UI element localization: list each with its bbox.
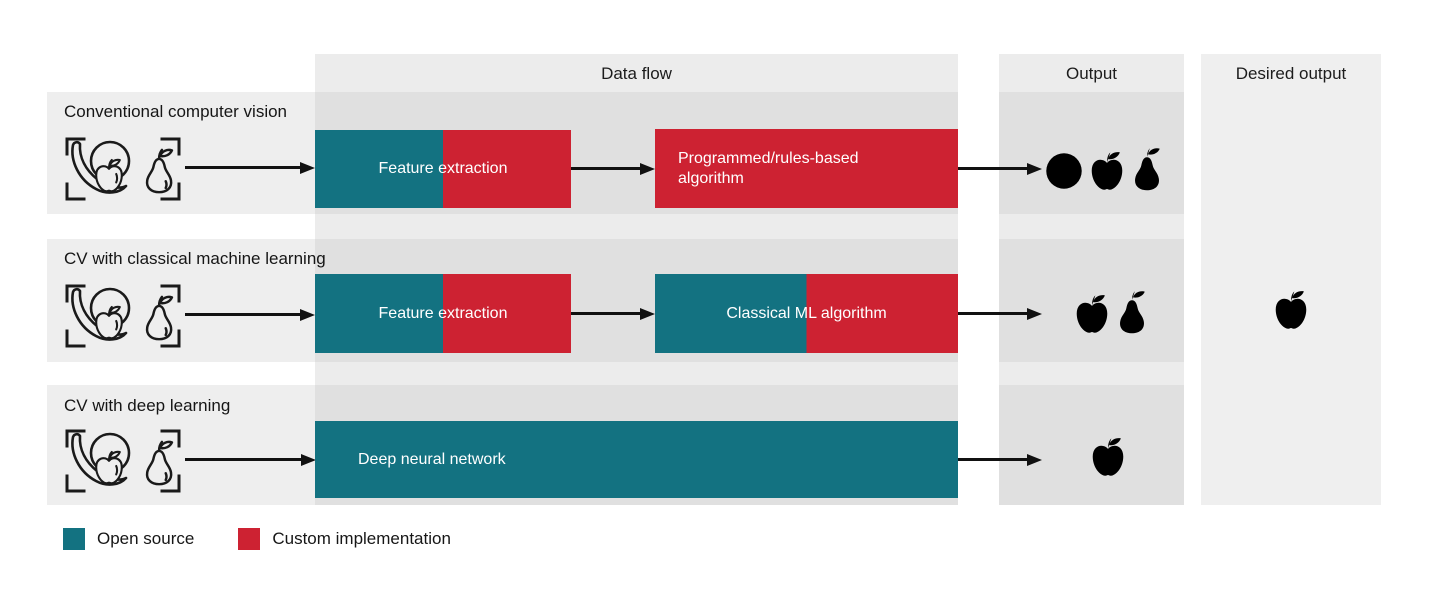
process-box-feature-extraction: Feature extraction	[315, 130, 571, 208]
orange-icon	[1044, 151, 1084, 191]
flow-arrow-icon	[571, 307, 655, 320]
row-band-output-overlap	[999, 385, 1184, 505]
output-column-header: Output	[1065, 64, 1118, 83]
flow-arrow-icon	[571, 162, 655, 175]
output-icons-row1	[1044, 136, 1164, 192]
data-flow-column-header: Data flow	[601, 64, 672, 83]
input-image-icon	[63, 426, 183, 496]
output-icons-row3	[1088, 430, 1128, 478]
flow-arrow-icon	[958, 162, 1042, 175]
row-title: CV with deep learning	[64, 396, 231, 415]
process-box-deep-neural-network: Deep neural network	[315, 421, 958, 498]
process-box-programmed-algorithm: Programmed/rules-based algorithm	[655, 129, 958, 208]
flow-arrow-icon	[958, 307, 1042, 320]
legend: Open source Custom implementation	[63, 528, 451, 550]
input-image-icon	[63, 281, 183, 351]
flow-arrow-icon	[185, 308, 315, 321]
custom-implementation-swatch-icon	[238, 528, 261, 550]
legend-item-custom-implementation: Custom implementation	[238, 528, 451, 550]
process-box-label: Feature extraction	[378, 304, 508, 322]
legend-label: Open source	[97, 529, 195, 548]
output-icons-row2	[1072, 283, 1149, 335]
row-title: CV with classical machine learning	[64, 249, 326, 268]
flow-arrow-icon	[958, 453, 1042, 466]
apple-icon	[1271, 289, 1311, 331]
process-box-classical-ml-algorithm: Classical ML algorithm	[655, 274, 958, 353]
apple-icon	[1088, 436, 1128, 478]
pear-icon	[1130, 146, 1164, 192]
row-title: Conventional computer vision	[64, 102, 288, 121]
flow-arrow-icon	[185, 453, 316, 466]
row-band-output-overlap	[999, 239, 1184, 362]
pear-icon	[1115, 289, 1149, 335]
process-box-label: Classical ML algorithm	[726, 304, 887, 322]
desired-output-column-header: Desired output	[1235, 64, 1347, 83]
legend-label: Custom implementation	[272, 529, 451, 548]
apple-icon	[1087, 150, 1127, 192]
process-box-label: Programmed/rules-based algorithm	[678, 149, 859, 187]
process-box-label: Deep neural network	[358, 450, 506, 468]
apple-icon	[1072, 293, 1112, 335]
open-source-swatch-icon	[63, 528, 85, 550]
input-image-icon	[63, 134, 183, 204]
process-box-feature-extraction: Feature extraction	[315, 274, 571, 353]
process-box-label: Feature extraction	[378, 160, 508, 177]
flow-arrow-icon	[185, 161, 315, 174]
desired-output-icon-group	[1271, 285, 1311, 331]
legend-item-open-source: Open source	[63, 528, 194, 550]
desired-output-column-band	[1201, 54, 1381, 505]
